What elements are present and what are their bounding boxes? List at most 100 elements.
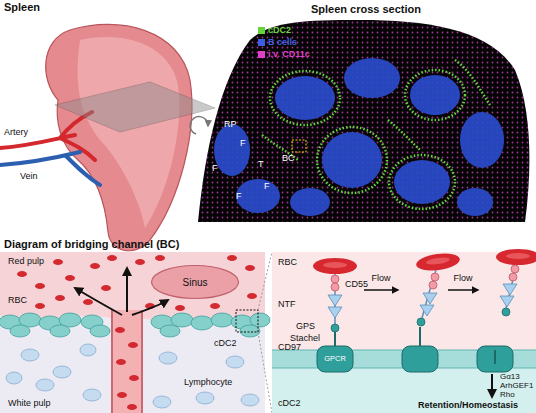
molecule-label: CD55 — [345, 280, 368, 289]
flow-arrow — [75, 288, 122, 315]
cdc2-signal — [389, 155, 455, 209]
cdc2-signal — [388, 120, 420, 150]
cdc2-signal — [270, 71, 340, 125]
legend-item: i.v. CD11c — [258, 48, 310, 60]
flow-arrow — [75, 268, 168, 315]
zoom-panel — [272, 252, 536, 413]
red-blood-cell — [227, 255, 237, 261]
central-vessel — [112, 310, 142, 413]
panel-heading: Spleen — [4, 2, 40, 13]
red-blood-cell — [17, 271, 27, 277]
lymphocyte-cell — [6, 372, 22, 384]
legend-swatch — [258, 39, 265, 46]
stachel-peptide — [335, 327, 495, 364]
molecule-label: CD97 — [278, 343, 301, 352]
molecule-label: Rho — [500, 391, 515, 399]
central-vessel — [112, 310, 142, 413]
zoom-indicator — [258, 252, 272, 413]
stachel-peptide — [334, 332, 336, 346]
rbc-membrane — [426, 256, 451, 265]
cell-label: cDC2 — [214, 339, 237, 348]
gps-site — [331, 308, 510, 332]
follicle — [394, 160, 450, 204]
cd97-stalk — [335, 265, 516, 324]
gps-site — [331, 324, 339, 332]
lymphocyte-cell — [83, 389, 101, 401]
cdc2-cell — [191, 316, 213, 330]
region-label: Red pulp — [8, 257, 44, 266]
legend: cDC2B cellsi.v. CD11c — [258, 24, 310, 60]
panel-heading: Diagram of bridging channel (BC) — [0, 236, 265, 250]
lymphocyte-cell — [226, 356, 244, 368]
red-blood-cell — [116, 359, 126, 365]
blood-vessels — [0, 112, 100, 185]
red-blood-cell — [83, 299, 93, 305]
lymphocyte-cell — [153, 396, 171, 408]
gpcr-receptor — [477, 346, 513, 372]
molecule-label: Stachel — [290, 334, 320, 343]
rbc-membrane — [313, 249, 536, 274]
white-pulp-area — [0, 252, 265, 413]
micrograph — [198, 20, 529, 222]
cdc2-cell — [90, 325, 110, 337]
red-blood-cell — [175, 305, 185, 311]
cd55-bead — [429, 281, 437, 289]
lymphocyte-cell — [53, 366, 71, 378]
ntf-domain — [328, 307, 342, 318]
region-label: F — [212, 164, 218, 173]
red-blood-cell — [35, 303, 45, 309]
cdc2-signal — [317, 127, 387, 193]
zoom-panel — [272, 368, 536, 413]
cd55-bead — [509, 273, 517, 281]
blood-vessels — [0, 152, 100, 185]
region-label: White pulp — [8, 399, 51, 408]
cd55-bead — [331, 283, 339, 291]
cdc2-cell — [240, 325, 260, 337]
lymphocyte-cell — [159, 352, 177, 364]
follicle — [410, 75, 460, 115]
cdc2-signal — [262, 60, 490, 209]
region-label: F — [240, 139, 246, 148]
legend-swatch — [258, 51, 265, 58]
rbc-membrane — [506, 253, 530, 259]
region-label: BC — [282, 154, 295, 163]
bc-highlight-box — [292, 140, 306, 152]
follicle — [214, 58, 504, 216]
flow-label: Flow — [371, 274, 390, 283]
flow-arrow — [448, 289, 478, 291]
lymphocyte-cell — [196, 392, 214, 404]
sinus-outline — [152, 266, 239, 299]
red-blood-cell — [128, 342, 138, 348]
molecule-label: ArhGEF1 — [500, 382, 533, 390]
follicle — [275, 76, 335, 120]
cdc2-cell — [50, 325, 70, 337]
rotation-arrow — [190, 117, 208, 134]
rbc-membrane — [496, 249, 536, 265]
micrograph-panel: Spleen cross section — [196, 0, 536, 228]
red-blood-cell — [90, 263, 100, 269]
red-blood-cell — [53, 259, 63, 265]
zoom-indicator — [236, 310, 258, 332]
red-blood-cell — [129, 375, 139, 381]
cell-label: Lymphocyte — [184, 378, 232, 387]
bc-highlight-box — [292, 140, 306, 152]
section-plane — [55, 82, 215, 132]
molecule-label: GPS — [296, 322, 315, 331]
ntf-domain — [423, 293, 437, 304]
follicle — [290, 188, 330, 216]
signal-arrow — [491, 374, 493, 397]
rotation-arrow — [190, 117, 208, 134]
follicle — [457, 188, 493, 216]
lymphocyte-cell — [241, 394, 259, 406]
stachel-peptide — [494, 350, 496, 364]
red-blood-cell — [127, 404, 137, 410]
cell-label: RBC — [278, 258, 297, 267]
sinus-label: Sinus — [182, 277, 207, 288]
red-blood-cell — [65, 275, 75, 281]
region-label: T — [258, 160, 264, 169]
follicle — [214, 124, 250, 176]
cdc2-cell — [211, 313, 233, 327]
lymphocyte-cell — [21, 349, 39, 361]
cd55-bead — [511, 265, 519, 273]
ntf-domain — [420, 305, 434, 316]
